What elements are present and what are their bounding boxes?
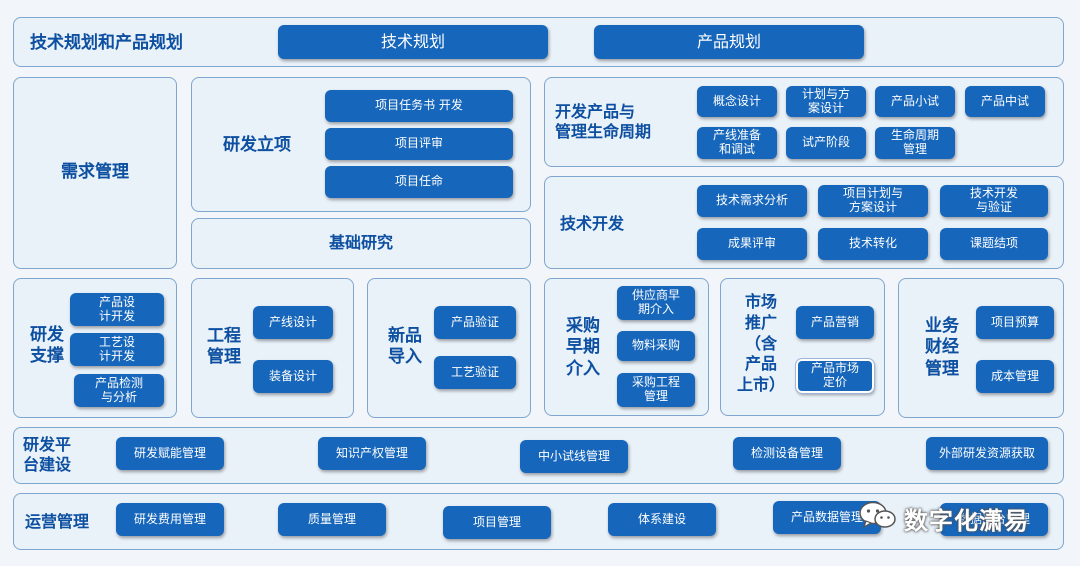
lifecycle-management-button[interactable]: 生命周期 管理 <box>875 127 955 159</box>
tech-develop-verify-button[interactable]: 技术开发 与验证 <box>940 185 1048 217</box>
product-dev-title: 开发产品与 管理生命周期 <box>555 102 652 141</box>
product-marketing-button[interactable]: 产品营销 <box>796 306 874 339</box>
basic-research-panel <box>191 218 531 269</box>
rd-expense-button[interactable]: 研发费用管理 <box>116 503 224 536</box>
demand-panel <box>13 77 177 269</box>
line-design-button[interactable]: 产线设计 <box>253 306 333 339</box>
result-review-button[interactable]: 成果评审 <box>697 228 807 260</box>
pilot-line-management-button[interactable]: 中小试线管理 <box>520 440 628 473</box>
market-title: 市场 推广 （含 产品 上市） <box>736 292 785 395</box>
product-pilot-button[interactable]: 产品中试 <box>965 86 1045 117</box>
equipment-design-button[interactable]: 装备设计 <box>253 360 333 393</box>
project-review-button[interactable]: 项目评审 <box>325 128 513 160</box>
finance-panel <box>898 278 1064 418</box>
watermark-text: 数字化潇易 <box>904 506 1029 535</box>
concept-design-button[interactable]: 概念设计 <box>697 86 777 117</box>
product-design-button[interactable]: 产品设 计开发 <box>70 293 164 326</box>
material-purchase-button[interactable]: 物料采购 <box>617 331 695 361</box>
tech-planning-button[interactable]: 技术规划 <box>278 25 548 59</box>
system-construction-button[interactable]: 体系建设 <box>608 503 716 536</box>
procurement-engineering-button[interactable]: 采购工程 管理 <box>617 373 695 407</box>
external-resources-button[interactable]: 外部研发资源获取 <box>926 437 1048 470</box>
watermark: 数字化潇易 <box>858 497 1048 539</box>
line-preparation-button[interactable]: 产线准备 和调试 <box>697 127 777 159</box>
data-platform-button[interactable]: 数据平台管理 <box>940 503 1048 536</box>
new-product-title: 新品 导入 <box>388 326 422 368</box>
task-book-button[interactable]: 项目任务书 开发 <box>325 90 513 122</box>
procurement-title: 采购 早期 介入 <box>566 316 600 379</box>
quality-management-button[interactable]: 质量管理 <box>278 503 386 536</box>
demand-title: 需求管理 <box>61 162 129 182</box>
new-product-panel <box>367 278 531 418</box>
product-small-trial-button[interactable]: 产品小试 <box>875 86 955 117</box>
trial-production-button[interactable]: 试产阶段 <box>786 127 866 159</box>
planning-title: 技术规划和产品规划 <box>30 33 183 53</box>
market-panel <box>720 278 885 416</box>
wechat-icon <box>858 500 898 536</box>
rd-project-title: 研发立项 <box>223 135 291 155</box>
operations-title: 运营管理 <box>25 512 90 531</box>
product-testing-button[interactable]: 产品检测 与分析 <box>74 374 164 407</box>
rd-support-title: 研发 支撑 <box>30 325 64 367</box>
product-planning-button[interactable]: 产品规划 <box>594 25 864 59</box>
ip-management-button[interactable]: 知识产权管理 <box>318 437 426 470</box>
project-management-button[interactable]: 项目管理 <box>443 506 551 539</box>
project-closure-button[interactable]: 课题结项 <box>940 228 1048 260</box>
cost-management-button[interactable]: 成本管理 <box>976 360 1054 393</box>
testing-equipment-button[interactable]: 检测设备管理 <box>733 437 841 470</box>
project-plan-button[interactable]: 项目计划与 方案设计 <box>818 185 928 217</box>
process-verify-button[interactable]: 工艺验证 <box>434 356 516 389</box>
plan-design-button[interactable]: 计划与方 案设计 <box>786 86 866 117</box>
engineering-title: 工程 管理 <box>207 326 241 368</box>
process-design-button[interactable]: 工艺设 计开发 <box>70 333 164 366</box>
product-pricing-button[interactable]: 产品市场 定价 <box>795 358 875 394</box>
tech-dev-title: 技术开发 <box>560 214 625 233</box>
finance-title: 业务 财经 管理 <box>925 316 959 379</box>
engineering-panel <box>191 278 354 418</box>
tech-requirement-button[interactable]: 技术需求分析 <box>697 185 807 217</box>
supplier-involvement-button[interactable]: 供应商早 期介入 <box>617 286 695 320</box>
product-verify-button[interactable]: 产品验证 <box>434 306 516 339</box>
project-budget-button[interactable]: 项目预算 <box>976 306 1054 339</box>
platform-title: 研发平 台建设 <box>23 435 72 474</box>
rd-enablement-button[interactable]: 研发赋能管理 <box>116 437 224 470</box>
project-appointment-button[interactable]: 项目任命 <box>325 166 513 198</box>
basic-research-title: 基础研究 <box>328 233 393 252</box>
tech-transfer-button[interactable]: 技术转化 <box>818 228 928 260</box>
